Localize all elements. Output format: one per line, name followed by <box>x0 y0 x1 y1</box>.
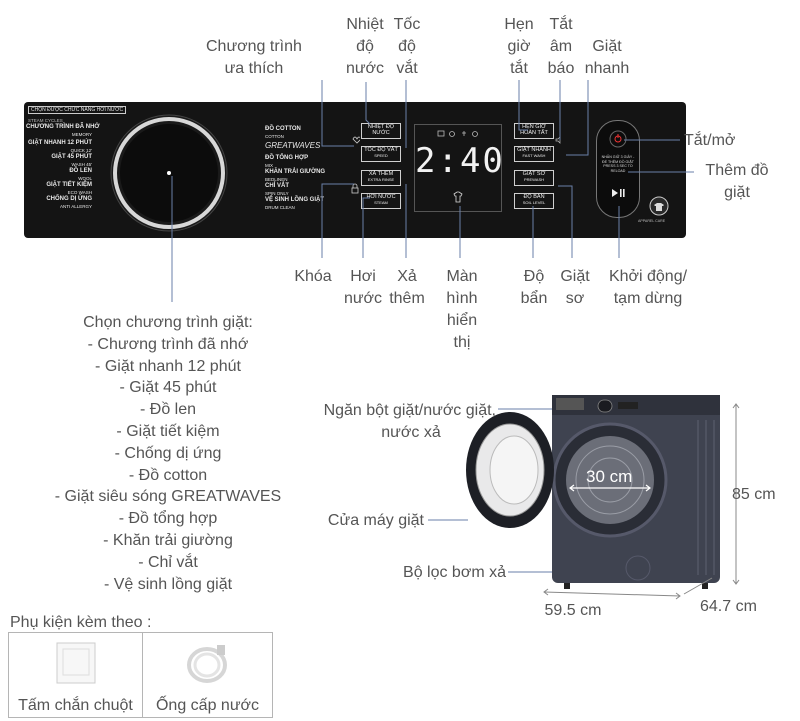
list-item: - Chống dị ứng <box>114 444 222 462</box>
height-dimension: 85 cm <box>732 486 776 503</box>
list-item: - Giặt 45 phút <box>119 379 217 397</box>
accessory-rodent-guard: Tấm chắn chuột <box>8 632 143 718</box>
shirt-icon <box>453 191 463 203</box>
power-icon[interactable] <box>608 129 628 149</box>
apparel-care-icon <box>649 196 669 216</box>
callout-detergent-drawer: Ngăn bột giặt/nước giặt,nước xả <box>323 402 496 441</box>
callout-door: Cửa máy giặt <box>327 512 424 529</box>
program-dial[interactable] <box>110 114 228 232</box>
apparel-care-label: APPAREL CARE <box>638 219 666 223</box>
depth-dimension: 64.7 cm <box>700 598 757 615</box>
list-item: - Vệ sinh lồng giặt <box>103 575 233 593</box>
panel-steam-cycles: STEAM CYCLES <box>28 118 63 123</box>
program-list: Chọn chương trình giặt: - Chương trình đ… <box>40 312 296 595</box>
list-item: - Đồ len <box>139 401 197 419</box>
play-pause-icon[interactable] <box>610 187 626 199</box>
control-panel: CHỌN ĐƯỢC CHỨC NĂNG HƠI NƯỚC STEAM CYCLE… <box>24 102 686 238</box>
callout-lock: Khóa <box>294 268 332 285</box>
callout-power: Tắt/mở <box>684 132 736 149</box>
list-item: - Giặt siêu sóng GREATWAVES <box>54 488 282 506</box>
washing-machine-illustration <box>466 395 720 589</box>
list-item: - Giặt tiết kiệm <box>116 422 220 440</box>
panel-header: CHỌN ĐƯỢC CHỨC NĂNG HƠI NƯỚC <box>28 106 127 114</box>
inlet-hose-icon <box>187 645 227 683</box>
callout-drain-filter: Bộ lọc bơm xả <box>403 564 506 581</box>
rodent-guard-icon <box>56 642 96 684</box>
water-temp-button[interactable]: NHIỆT ĐỘ NƯỚC <box>361 123 401 139</box>
list-item: - Chỉ vắt <box>138 553 198 571</box>
program-list-title: Chọn chương trình giặt: <box>83 314 253 331</box>
display-time: 2:40 <box>415 141 505 181</box>
end-timer-button[interactable]: HẸN GIỜ HOÀN TẤT <box>514 123 554 139</box>
list-item: - Đồ tổng hợp <box>118 510 218 528</box>
accessory-inlet-hose: Ống cấp nước <box>142 632 273 718</box>
start-pill: NHẤN GIỮ 3 GIÂY - ĐỂ THÊM ĐỒ GIẶT PRESS … <box>596 120 640 218</box>
accessory-label: Ống cấp nước <box>155 697 260 714</box>
accessory-label: Tấm chắn chuột <box>18 697 133 714</box>
callout-start-pause: Khởi động/tạm dừng <box>608 268 688 307</box>
list-item: - Giặt nhanh 12 phút <box>95 357 241 375</box>
list-item: - Khăn trải giường <box>103 531 233 549</box>
display-screen: 2:40 <box>414 124 505 212</box>
mute-icon <box>555 136 561 144</box>
door-diameter: 30 cm <box>586 467 633 486</box>
panel-prog-greatwaves: GREATWAVES <box>265 141 321 150</box>
reload-instruction: NHẤN GIỮ 3 GIÂY - ĐỂ THÊM ĐỒ GIẶT PRESS … <box>601 155 635 173</box>
width-dimension: 59.5 cm <box>544 602 602 619</box>
accessories-title: Phụ kiện kèm theo : <box>10 614 152 631</box>
lock-heart-icons <box>351 136 360 194</box>
list-item: - Chương trình đã nhớ <box>87 335 249 353</box>
display-status-icons <box>437 130 478 137</box>
list-item: - Đồ cotton <box>128 466 208 484</box>
